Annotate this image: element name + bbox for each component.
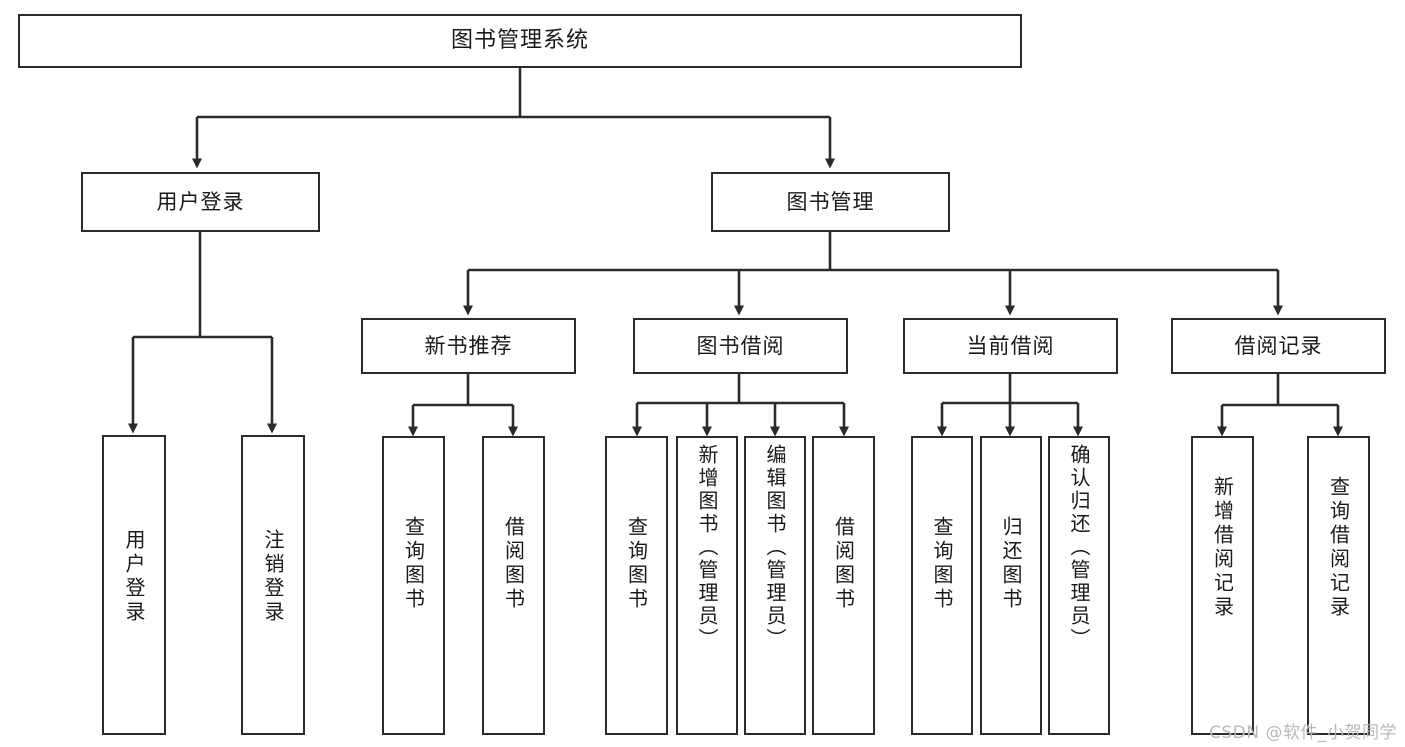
node-label: 借阅记录 [1234, 333, 1323, 358]
node-label: 图书管理 [786, 189, 875, 214]
node-label: 新增借阅记录 [1210, 476, 1235, 620]
leaf-return-book[interactable]: 归还图书 [980, 436, 1042, 735]
leaf-confirm-return-admin[interactable]: 确认归还（管理员） [1048, 436, 1110, 735]
node-root-book-management-system[interactable]: 图书管理系统 [18, 14, 1022, 68]
leaf-edit-book-admin[interactable]: 编辑图书（管理员） [744, 436, 806, 735]
node-label: 用户登录 [156, 189, 245, 214]
node-label: 归还图书 [999, 516, 1023, 612]
node-label: 注销登录 [261, 529, 285, 625]
node-label: 新书推荐 [424, 333, 513, 358]
leaf-query-book-new-rec[interactable]: 查询图书 [382, 436, 445, 735]
node-label: 图书借阅 [696, 333, 785, 358]
node-label: 查询图书 [401, 516, 426, 612]
csdn-watermark: CSDN @软件_小贺同学 [1209, 723, 1397, 743]
leaf-add-borrow-record[interactable]: 新增借阅记录 [1191, 436, 1254, 735]
leaf-query-book-borrow[interactable]: 查询图书 [605, 436, 668, 735]
node-label: 借阅图书 [501, 516, 526, 612]
node-label: 查询图书 [624, 516, 649, 612]
node-label: 用户登录 [122, 529, 146, 625]
node-book-management[interactable]: 图书管理 [711, 172, 950, 232]
node-label: 当前借阅 [966, 333, 1055, 358]
node-current-borrowing[interactable]: 当前借阅 [903, 318, 1118, 374]
node-label: 编辑图书（管理员） [763, 444, 787, 651]
leaf-borrow-book-new-rec[interactable]: 借阅图书 [482, 436, 545, 735]
node-label: 查询借阅记录 [1326, 476, 1351, 620]
node-label: 查询图书 [930, 516, 954, 612]
node-borrowing-records[interactable]: 借阅记录 [1171, 318, 1386, 374]
node-label: 确认归还（管理员） [1067, 444, 1091, 651]
leaf-borrow-book-borrow[interactable]: 借阅图书 [812, 436, 875, 735]
node-book-borrowing[interactable]: 图书借阅 [633, 318, 848, 374]
leaf-query-book-current[interactable]: 查询图书 [911, 436, 973, 735]
leaf-user-login[interactable]: 用户登录 [102, 435, 166, 735]
node-label: 新增图书（管理员） [695, 444, 719, 651]
leaf-add-book-admin[interactable]: 新增图书（管理员） [676, 436, 738, 735]
node-new-book-recommendation[interactable]: 新书推荐 [361, 318, 576, 374]
leaf-query-borrow-record[interactable]: 查询借阅记录 [1307, 436, 1370, 735]
node-label: 图书管理系统 [450, 28, 589, 54]
node-label: 借阅图书 [831, 516, 856, 612]
leaf-logout-login[interactable]: 注销登录 [241, 435, 305, 735]
node-user-login[interactable]: 用户登录 [81, 172, 320, 232]
